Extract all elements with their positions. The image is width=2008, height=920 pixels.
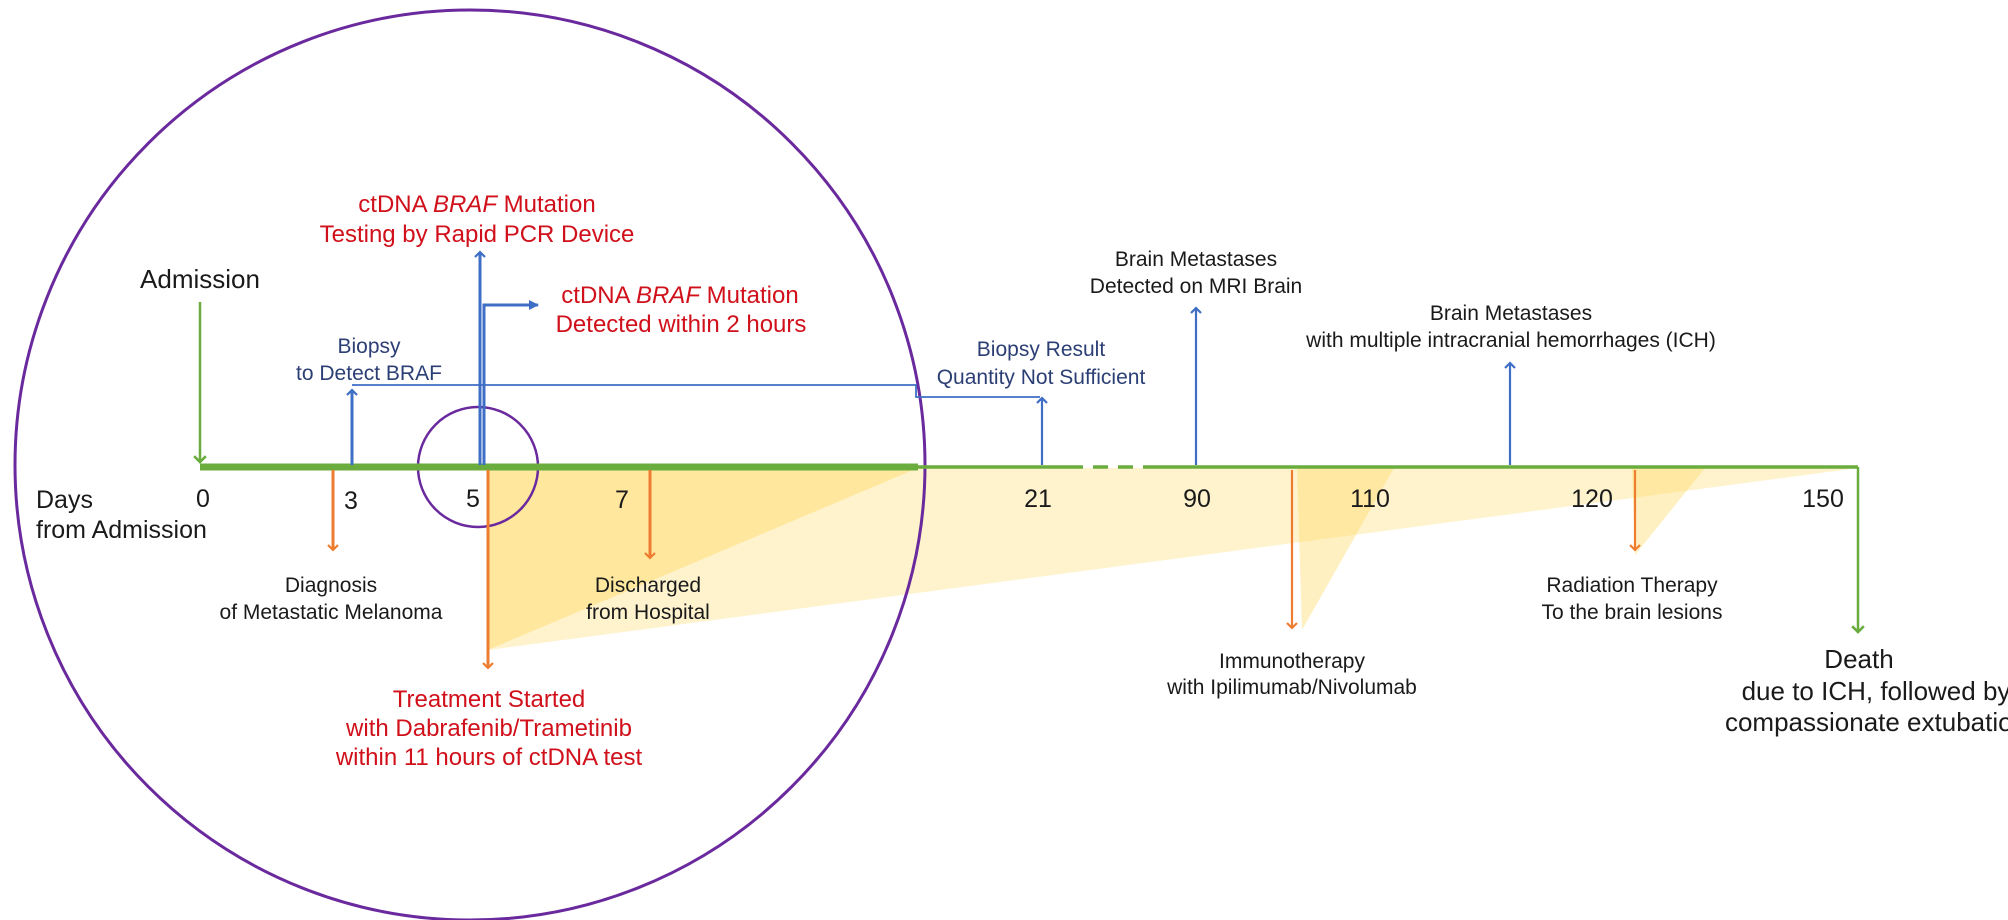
biopsy-label-line2: to Detect BRAF <box>296 362 442 385</box>
ctdna-detected-label-line1: ctDNA BRAF Mutation <box>561 282 798 309</box>
treatment-label-line3: within 11 hours of ctDNA test <box>335 744 643 771</box>
axis-title-line2: from Admission <box>36 516 207 544</box>
discharged-label-line2: from Hospital <box>586 601 710 624</box>
tick-day-110: 110 <box>1350 485 1390 513</box>
ctdna-detected-arrow <box>482 300 539 465</box>
immunotherapy-highlight-wedge <box>1297 468 1394 630</box>
brain-mets-mri-label-line2: Detected on MRI Brain <box>1090 275 1302 298</box>
tick-day-0: 0 <box>196 485 210 513</box>
treatment-label-line1: Treatment Started <box>393 686 586 713</box>
tick-day-3: 3 <box>344 487 358 515</box>
death-label-line3: compassionate extubation <box>1725 707 2008 737</box>
brain-mets-ich-label-line1: Brain Metastases <box>1430 302 1592 325</box>
tick-day-7: 7 <box>615 486 629 514</box>
death-label-line1: Death <box>1824 644 1893 674</box>
diagnosis-label-line2: of Metastatic Melanoma <box>220 601 443 624</box>
tick-day-5: 5 <box>466 485 480 513</box>
biopsy-result-connector <box>352 384 1040 398</box>
death-label-line2: due to ICH, followed by <box>1742 676 2008 706</box>
biopsy-label-line1: Biopsy <box>337 335 401 358</box>
treatment-label-line2: with Dabrafenib/Trametinib <box>345 715 632 742</box>
radiation-label-line2: To the brain lesions <box>1542 601 1723 624</box>
tick-day-150: 150 <box>1802 485 1844 513</box>
discharged-label-line1: Discharged <box>595 574 701 597</box>
immunotherapy-label-line2: with Ipilimumab/Nivolumab <box>1166 676 1417 699</box>
brain-mets-mri-label-line1: Brain Metastases <box>1115 248 1277 271</box>
ctdna-detected-label-line2: Detected within 2 hours <box>556 311 807 338</box>
biopsy-result-label-line1: Biopsy Result <box>977 338 1106 361</box>
biopsy-result-label-line2: Quantity Not Sufficient <box>937 366 1146 389</box>
ctdna-test-label-line1: ctDNA BRAF Mutation <box>358 191 595 218</box>
radiation-label-line1: Radiation Therapy <box>1546 574 1718 597</box>
zoom-circle <box>13 8 927 920</box>
radiation-highlight-wedge <box>1632 468 1705 555</box>
treatment-highlight-wedge <box>488 468 918 650</box>
tick-day-90: 90 <box>1183 485 1211 513</box>
ctdna-test-label-line2: Testing by Rapid PCR Device <box>320 221 635 248</box>
timeline-highlight-wedge <box>488 468 1858 650</box>
brain-mets-ich-label-line2: with multiple intracranial hemorrhages (… <box>1305 329 1716 352</box>
immunotherapy-label-line1: Immunotherapy <box>1219 650 1365 673</box>
admission-label: Admission <box>140 264 260 294</box>
tick-day-21: 21 <box>1024 485 1052 513</box>
tick-day-120: 120 <box>1571 485 1613 513</box>
diagnosis-label-line1: Diagnosis <box>285 574 377 597</box>
axis-title-line1: Days <box>36 486 93 514</box>
